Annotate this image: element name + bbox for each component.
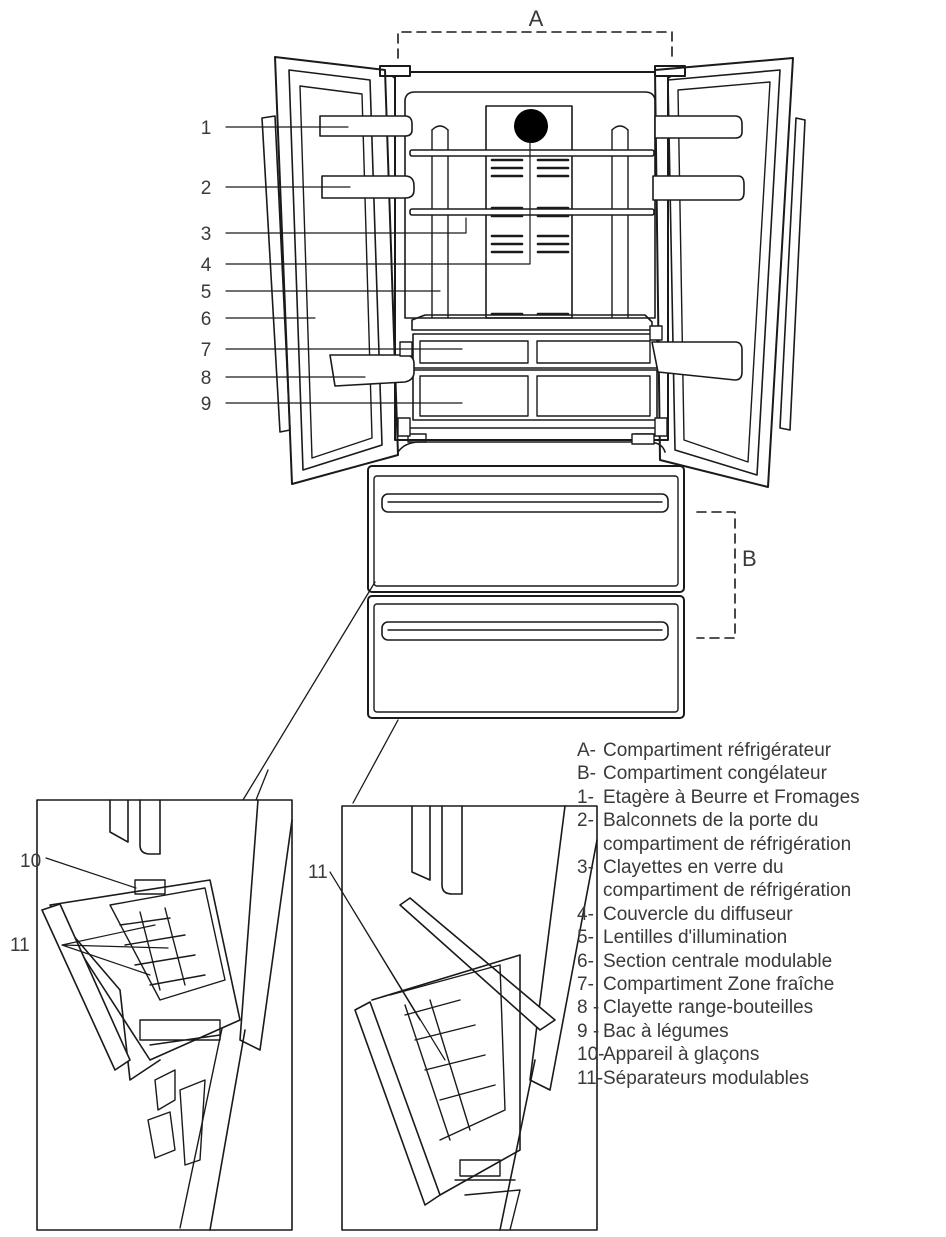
legend-item: 11-Séparateurs modulables <box>577 1067 946 1090</box>
legend-text: Bac à légumes <box>603 1020 729 1042</box>
legend-text: Balconnets de la porte du <box>603 810 819 832</box>
callout-2: 2 <box>201 178 212 199</box>
legend-code: A- <box>577 740 596 761</box>
callout-3: 3 <box>201 224 212 245</box>
legend-item: 7- Compartiment Zone fraîche <box>577 973 946 996</box>
legend-code: 6- <box>577 950 594 972</box>
zoom-connectors <box>242 581 399 804</box>
legend-item: 2- Balconnets de la porte du <box>577 809 946 832</box>
crisper-area <box>397 314 666 453</box>
detail-right-callout-11: 11 <box>308 862 328 883</box>
callout-leaders <box>225 126 531 404</box>
legend-code: 8 - <box>577 997 600 1019</box>
dimension-a: A <box>397 6 673 59</box>
glass-shelves <box>409 149 655 216</box>
legend-item: 5- Lentilles d'illumination <box>577 926 946 949</box>
legend-text: Section centrale modulable <box>603 950 833 972</box>
legend-text: Clayettes en verre du <box>603 857 784 879</box>
freezer-drawers <box>367 465 685 719</box>
legend-code: 7- <box>577 974 594 996</box>
legend-item: 4- Couvercle du diffuseur <box>577 903 946 926</box>
legend-code: 3- <box>577 857 594 879</box>
legend-code: 5- <box>577 927 594 949</box>
dimension-a-label: A <box>529 6 544 31</box>
dimension-b-label: B <box>742 546 757 571</box>
legend-item: 9 -Bac à légumes <box>577 1020 946 1043</box>
legend-item: 1- Etagère à Beurre et Fromages <box>577 786 946 809</box>
legend-text: Compartiment Zone fraîche <box>603 974 835 996</box>
legend-item: A- Compartiment réfrigérateur <box>577 739 946 762</box>
legend-item-continuation: compartiment de réfrigération <box>577 879 946 902</box>
callout-1: 1 <box>201 118 212 139</box>
legend-item-continuation: compartiment de réfrigération <box>577 833 946 856</box>
legend-code: 9 - <box>577 1020 600 1042</box>
legend-text: Lentilles d'illumination <box>603 927 788 949</box>
detail-left-callout-11: 11 <box>10 935 30 956</box>
legend-text: Séparateurs modulables <box>603 1067 809 1089</box>
callout-7: 7 <box>201 340 212 361</box>
legend-code: 1- <box>577 786 594 808</box>
legend-code: 10- <box>577 1044 605 1066</box>
right-door <box>631 57 806 488</box>
legend-text: Appareil à glaçons <box>603 1044 760 1066</box>
callout-8: 8 <box>201 368 212 389</box>
legend-text: Compartiment réfrigérateur <box>603 740 832 761</box>
legend-text-continuation: compartiment de réfrigération <box>603 880 852 902</box>
legend-item: B- Compartiment congélateur <box>577 762 946 785</box>
legend-code: B- <box>577 763 596 785</box>
legend-text-continuation: compartiment de réfrigération <box>603 833 852 855</box>
legend-code: 4- <box>577 903 594 925</box>
legend-item: 6- Section centrale modulable <box>577 950 946 973</box>
legend-text: Compartiment congélateur <box>603 763 827 785</box>
legend-text: Couvercle du diffuseur <box>603 903 793 925</box>
callout-5: 5 <box>201 282 212 303</box>
legend-item: 3- Clayettes en verre du <box>577 856 946 879</box>
callout-9: 9 <box>201 394 212 415</box>
legend-code: 11- <box>577 1067 604 1089</box>
left-door <box>261 56 415 485</box>
detail-left-ice-maker: 10 11 <box>10 799 293 1231</box>
legend-item: 10-Appareil à glaçons <box>577 1043 946 1066</box>
legend-text: Etagère à Beurre et Fromages <box>603 786 860 808</box>
callout-4: 4 <box>201 255 212 276</box>
callout-6: 6 <box>201 309 212 330</box>
legend-item: 8 -Clayette range-bouteilles <box>577 996 946 1019</box>
callout-labels: 1 2 3 4 5 6 7 8 9 <box>201 118 212 415</box>
detail-left-callout-10: 10 <box>20 851 41 872</box>
detail-right-separators: 11 <box>308 805 598 1231</box>
dimension-b: B <box>696 511 757 639</box>
diffuser-sensor-dot <box>514 109 548 143</box>
legend-code: 2- <box>577 810 594 832</box>
legend-text: Clayette range-bouteilles <box>603 997 814 1019</box>
